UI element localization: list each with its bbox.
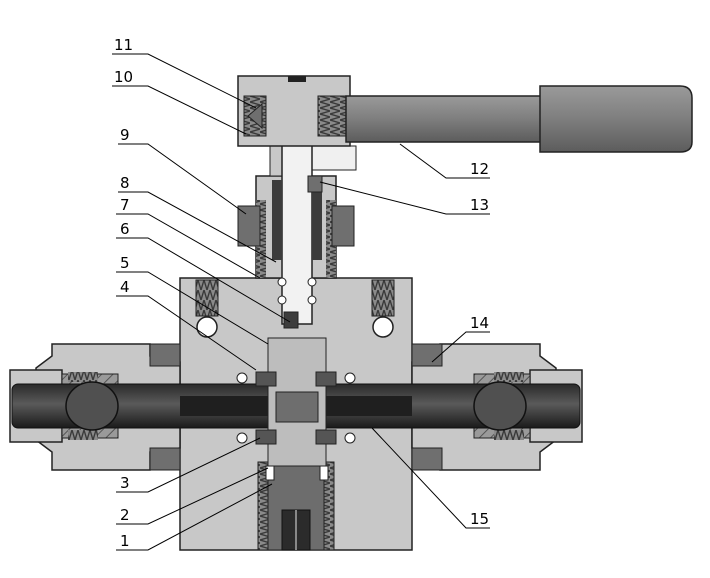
- seat-assembly: [236, 337, 356, 481]
- callout-1: 1: [120, 532, 130, 550]
- callout-4: 4: [120, 278, 130, 296]
- callout-13: 13: [470, 196, 489, 214]
- callout-11: 11: [114, 36, 133, 54]
- callout-12: 12: [470, 160, 489, 178]
- callout-10: 10: [114, 68, 133, 86]
- callout-7: 7: [120, 196, 130, 214]
- handle-hub: [237, 75, 351, 147]
- callout-2: 2: [120, 506, 130, 524]
- lever-handle: [345, 85, 693, 153]
- callout-numbers: 1 2 3 4 5 6 7 8 9 10 11 12 13 14 15: [114, 36, 489, 550]
- callout-6: 6: [120, 220, 130, 238]
- callout-9: 9: [120, 126, 130, 144]
- leader-lines: [112, 53, 490, 551]
- callout-14: 14: [470, 314, 489, 332]
- callout-3: 3: [120, 474, 130, 492]
- callout-5: 5: [120, 254, 130, 272]
- callout-8: 8: [120, 174, 130, 192]
- callout-15: 15: [470, 510, 489, 528]
